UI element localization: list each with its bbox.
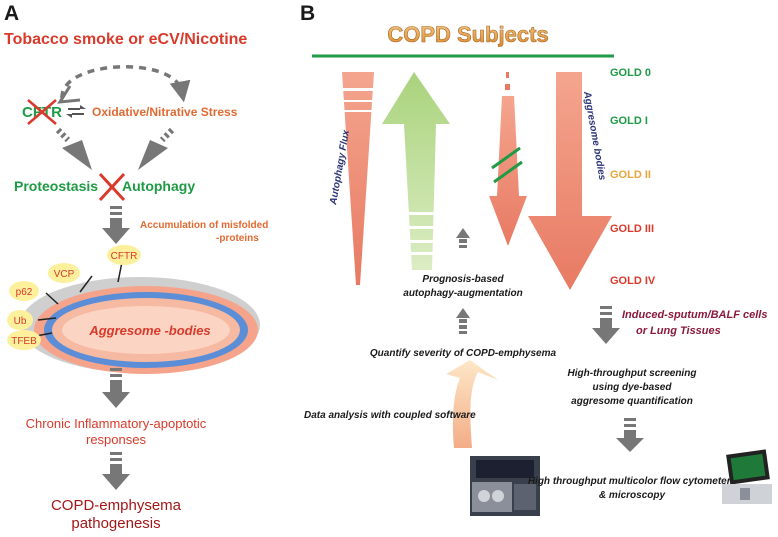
arrow-down-icon [102, 368, 130, 408]
accumulation-label-2: -proteins [216, 233, 259, 244]
arrow-up-icon [456, 308, 470, 334]
panel-a-letter: A [4, 2, 19, 25]
arrow-down-icon [102, 206, 130, 244]
arrow-down-icon [592, 306, 620, 344]
gold-3-label: GOLD III [610, 223, 654, 235]
prognosis-label-1: Prognosis-based [422, 274, 504, 285]
gold-4-label: GOLD IV [610, 275, 656, 287]
cycle-arc-head [57, 85, 81, 104]
marker-p62: p62 [9, 281, 39, 301]
flow-label-1: High throughput multicolor flow cytomete… [528, 476, 737, 487]
flow-cytometer-image [470, 456, 540, 516]
gold-2-label: GOLD II [610, 169, 651, 181]
screening-label-3: aggresome quantification [571, 396, 693, 407]
stress-label: Oxidative/Nitrative Stress [92, 105, 238, 119]
gold-1-label: GOLD I [610, 115, 648, 127]
arrow-up-icon [456, 228, 470, 248]
arrow-down-icon [102, 452, 130, 490]
arrow-down-icon [616, 418, 644, 452]
marker-ub: Ub [7, 310, 33, 330]
panel-a: A Tobacco smoke or eCV/Nicotine CFTR Oxi… [4, 2, 268, 532]
marker-ub-label: Ub [14, 316, 27, 327]
prognosis-label-2: autophagy-augmentation [403, 288, 522, 299]
pathogenesis-label-2: pathogenesis [71, 515, 160, 532]
cftr-cross-icon [27, 99, 57, 125]
sputum-label-1: Induced-sputum/BALF cells [622, 309, 767, 321]
screening-label-1: High-throughput screening [568, 368, 697, 379]
panel-b: B COPD Subjects GOLD 0 GOLD I GOLD II GO… [300, 2, 772, 516]
quantify-label: Quantify severity of COPD-emphysema [370, 348, 557, 359]
marker-vcp-label: VCP [54, 269, 75, 280]
aggresome-ellipse [20, 277, 260, 374]
marker-p62-label: p62 [16, 287, 33, 298]
proteostasis-label: Proteostasis [14, 178, 98, 194]
data-analysis-label: Data analysis with coupled software [304, 410, 476, 421]
flow-label-2: & microscopy [599, 490, 666, 501]
equilibrium-arrows-icon [66, 105, 86, 118]
sputum-label-2: or Lung Tissues [636, 325, 721, 337]
chronic-label-1: Chronic Inflammatory-apoptotic [26, 416, 207, 431]
autophagy-flux-arrow [336, 72, 380, 285]
arrow-right-down-icon [138, 127, 175, 170]
marker-vcp: VCP [48, 263, 80, 283]
marker-tfeb-label: TFEB [11, 336, 37, 347]
pathogenesis-label-1: COPD-emphysema [51, 497, 182, 514]
feedback-curve-arrow [446, 360, 498, 448]
aggresome-bodies-arrow [528, 72, 612, 290]
autophagy-augmentation-arrow [382, 72, 450, 270]
screening-label-2: using dye-based [593, 382, 673, 393]
aggresome-label: Aggresome -bodies [88, 323, 210, 338]
cycle-arc-arrow [60, 65, 191, 103]
chronic-label-2: responses [86, 432, 146, 447]
arrow-left-down-icon [55, 127, 92, 170]
autophagy-label: Autophagy [122, 178, 195, 194]
microscope-image [722, 449, 772, 504]
aggresome-bodies-label: Aggresome bodies [581, 90, 608, 182]
marker-cftr-label: CFTR [111, 251, 138, 262]
interruption-slash-icon [491, 146, 523, 184]
accumulation-label-1: Accumulation of misfolded [140, 220, 268, 231]
aggresome-trend-arrow [489, 72, 527, 246]
panel-a-title: Tobacco smoke or eCV/Nicotine [4, 31, 247, 48]
copd-subjects-title: COPD Subjects [387, 22, 548, 47]
marker-cftr: CFTR [107, 245, 141, 265]
autophagy-cross-icon [98, 172, 126, 202]
gold-0-label: GOLD 0 [610, 67, 651, 79]
panel-b-letter: B [300, 2, 315, 25]
marker-tfeb: TFEB [7, 330, 41, 350]
